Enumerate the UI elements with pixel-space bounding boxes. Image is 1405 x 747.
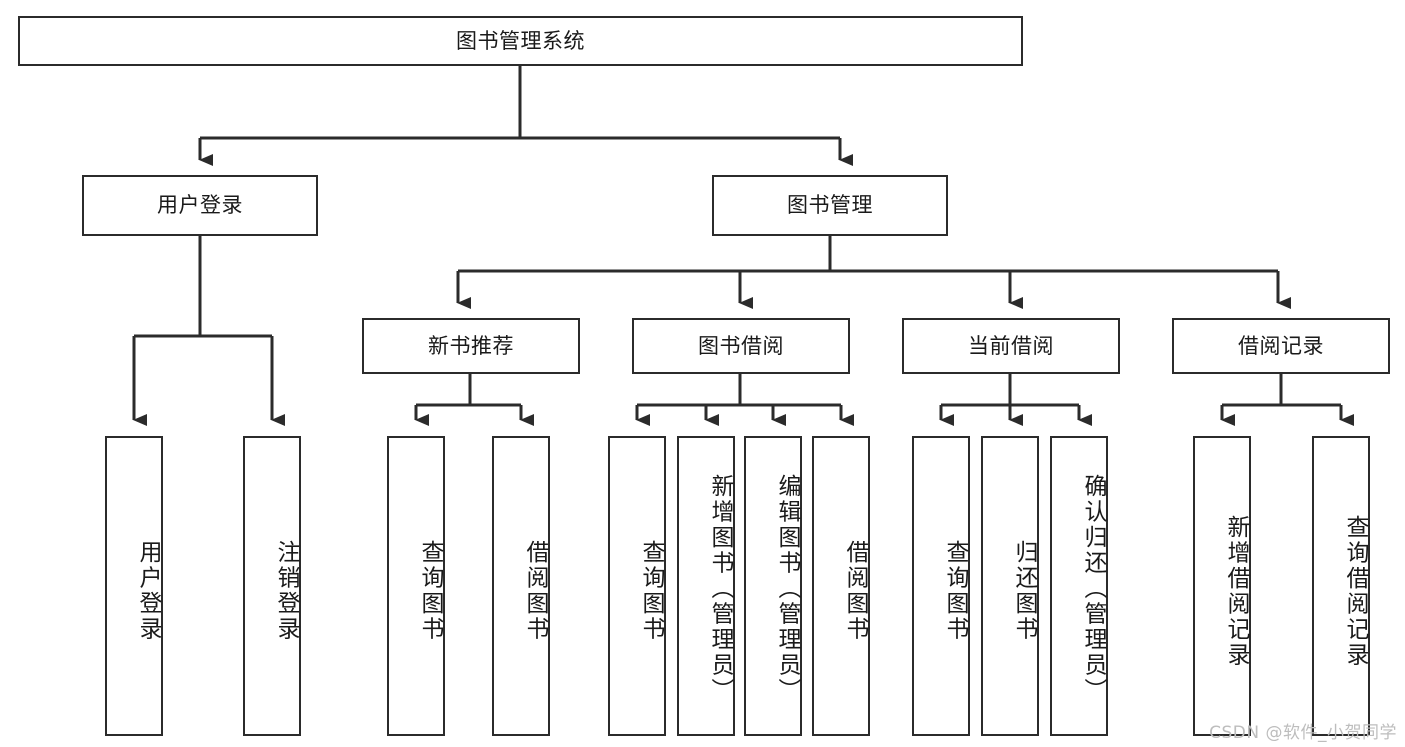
node-label: 查询图书 <box>942 540 968 642</box>
node-label: 归还图书 <box>1011 540 1037 642</box>
node-current-borrow[interactable]: 当前借阅 <box>902 318 1120 374</box>
node-root-system[interactable]: 图书管理系统 <box>18 16 1023 66</box>
node-leaf-borrow-book-recommend[interactable]: 借阅图书 <box>492 436 550 736</box>
node-leaf-query-book-recommend[interactable]: 查询图书 <box>387 436 445 736</box>
node-label: 图书管理 <box>787 193 873 218</box>
node-label: 查询图书 <box>638 540 664 642</box>
node-label: 新增借阅记录 <box>1223 514 1249 668</box>
node-user-login[interactable]: 用户登录 <box>82 175 318 236</box>
node-label: 用户登录 <box>157 193 243 218</box>
node-label: 查询图书 <box>417 540 443 642</box>
node-leaf-query-book-current[interactable]: 查询图书 <box>912 436 970 736</box>
node-leaf-logout[interactable]: 注销登录 <box>243 436 301 736</box>
node-book-borrow[interactable]: 图书借阅 <box>632 318 850 374</box>
node-label: 查询借阅记录 <box>1342 514 1368 668</box>
node-leaf-add-borrow-record[interactable]: 新增借阅记录 <box>1193 436 1251 736</box>
node-label: 编辑图书（管理员） <box>774 474 800 704</box>
node-label: 图书借阅 <box>698 333 784 358</box>
node-label: 当前借阅 <box>968 333 1054 358</box>
node-label: 借阅图书 <box>522 540 548 642</box>
node-book-management[interactable]: 图书管理 <box>712 175 948 236</box>
node-label: 新书推荐 <box>428 333 514 358</box>
node-label: 用户登录 <box>135 540 161 642</box>
node-leaf-borrow-book[interactable]: 借阅图书 <box>812 436 870 736</box>
node-label: 确认归还（管理员） <box>1080 474 1106 704</box>
node-leaf-add-book-admin[interactable]: 新增图书（管理员） <box>677 436 735 736</box>
node-label: 新增图书（管理员） <box>707 474 733 704</box>
node-new-book-recommend[interactable]: 新书推荐 <box>362 318 580 374</box>
watermark-text: CSDN @软件_小贺同学 <box>1209 723 1397 743</box>
node-label: 图书管理系统 <box>456 28 585 53</box>
node-leaf-query-book-borrow[interactable]: 查询图书 <box>608 436 666 736</box>
node-label: 借阅记录 <box>1238 333 1324 358</box>
node-leaf-return-book[interactable]: 归还图书 <box>981 436 1039 736</box>
node-leaf-confirm-return-admin[interactable]: 确认归还（管理员） <box>1050 436 1108 736</box>
node-borrow-record[interactable]: 借阅记录 <box>1172 318 1390 374</box>
node-label: 注销登录 <box>273 540 299 642</box>
node-leaf-user-login[interactable]: 用户登录 <box>105 436 163 736</box>
node-label: 借阅图书 <box>842 540 868 642</box>
node-leaf-query-borrow-record[interactable]: 查询借阅记录 <box>1312 436 1370 736</box>
node-leaf-edit-book-admin[interactable]: 编辑图书（管理员） <box>744 436 802 736</box>
